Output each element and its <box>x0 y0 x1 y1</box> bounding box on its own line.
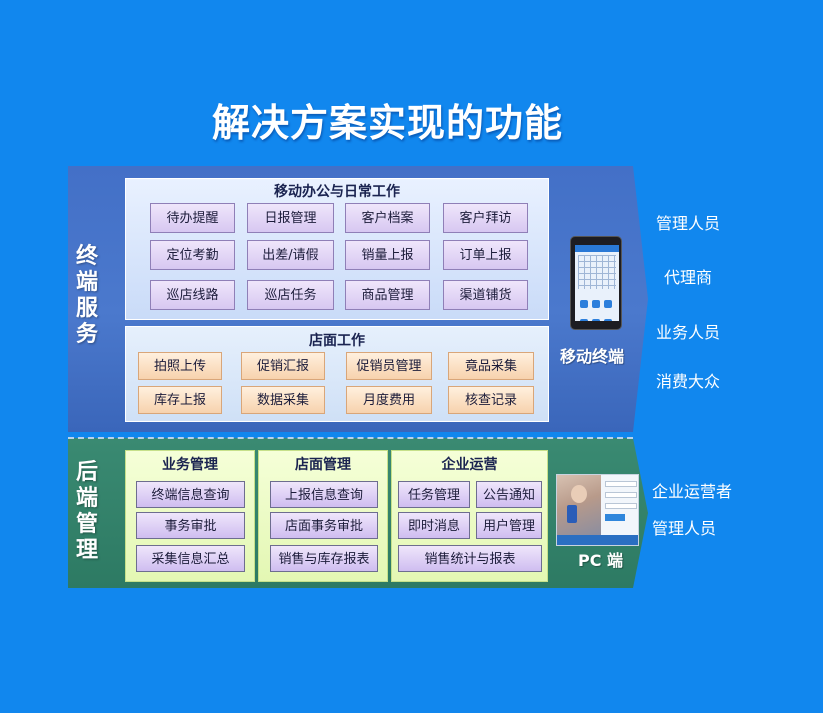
panel-title: 业务管理 <box>162 457 218 473</box>
terminal-service-label: 终 端 服 务 <box>72 244 102 348</box>
function-box: 销售统计与报表 <box>398 545 542 572</box>
function-box: 促销员管理 <box>346 352 432 380</box>
user-role: 企业运营者 <box>652 482 733 501</box>
label-char: 终 <box>75 244 98 269</box>
label-char: 端 <box>75 270 98 295</box>
function-box: 店面事务审批 <box>270 512 378 539</box>
function-box: 月度费用 <box>346 386 432 414</box>
label-char: 理 <box>75 538 98 563</box>
function-box: 数据采集 <box>241 386 325 414</box>
function-box: 任务管理 <box>398 481 470 508</box>
function-box: 公告通知 <box>476 481 542 508</box>
function-box: 事务审批 <box>136 512 245 539</box>
function-box: 定位考勤 <box>150 240 235 270</box>
function-box: 采集信息汇总 <box>136 545 245 572</box>
section-divider <box>68 437 633 439</box>
function-box: 客户档案 <box>345 203 430 233</box>
user-role: 业务人员 <box>656 323 721 342</box>
label-char: 务 <box>75 322 98 347</box>
user-role: 管理人员 <box>656 214 721 233</box>
user-role: 消费大众 <box>656 372 721 391</box>
function-box: 销售与库存报表 <box>270 545 378 572</box>
backend-management-label: 后 端 管 理 <box>72 460 102 564</box>
mobile-terminal-label: 移动终端 <box>560 347 625 366</box>
function-box: 巡店任务 <box>247 280 334 310</box>
mobile-office-panel: 移动办公与日常工作 待办提醒 日报管理 客户档案 客户拜访 定位考勤 出差/请假… <box>125 178 549 320</box>
function-box: 核查记录 <box>448 386 534 414</box>
panel-title: 店面管理 <box>295 457 351 473</box>
panel-title: 移动办公与日常工作 <box>274 184 400 200</box>
business-management-panel: 业务管理 终端信息查询 事务审批 采集信息汇总 <box>125 450 255 582</box>
function-box: 待办提醒 <box>150 203 235 233</box>
enterprise-operation-panel: 企业运营 任务管理 公告通知 即时消息 用户管理 销售统计与报表 <box>391 450 548 582</box>
function-box: 竟品采集 <box>448 352 534 380</box>
function-box: 拍照上传 <box>138 352 222 380</box>
label-char: 后 <box>75 460 98 485</box>
function-box: 客户拜访 <box>443 203 528 233</box>
function-box: 日报管理 <box>247 203 334 233</box>
function-box: 即时消息 <box>398 512 470 539</box>
function-box: 商品管理 <box>345 280 430 310</box>
function-box: 库存上报 <box>138 386 222 414</box>
panel-title: 企业运营 <box>441 457 498 473</box>
page-title: 解决方案实现的功能 <box>211 101 563 145</box>
pc-screenshot-icon <box>556 474 639 546</box>
user-role: 管理人员 <box>652 519 717 538</box>
panel-title: 店面工作 <box>309 333 365 349</box>
store-management-panel: 店面管理 上报信息查询 店面事务审批 销售与库存报表 <box>258 450 388 582</box>
label-char: 端 <box>75 486 98 511</box>
store-work-panel: 店面工作 拍照上传 促销汇报 促销员管理 竟品采集 库存上报 数据采集 月度费用… <box>125 326 549 422</box>
function-box: 上报信息查询 <box>270 481 378 508</box>
user-role: 代理商 <box>664 268 713 287</box>
function-box: 终端信息查询 <box>136 481 245 508</box>
function-box: 渠道铺货 <box>443 280 528 310</box>
mobile-phone-icon <box>570 236 622 330</box>
function-box: 用户管理 <box>476 512 542 539</box>
label-char: 管 <box>75 512 98 537</box>
label-char: 服 <box>75 296 98 321</box>
function-box: 订单上报 <box>443 240 528 270</box>
function-box: 销量上报 <box>345 240 430 270</box>
function-box: 巡店线路 <box>150 280 235 310</box>
function-box: 促销汇报 <box>241 352 325 380</box>
function-box: 出差/请假 <box>247 240 334 270</box>
pc-terminal-label: PC 端 <box>578 551 624 570</box>
